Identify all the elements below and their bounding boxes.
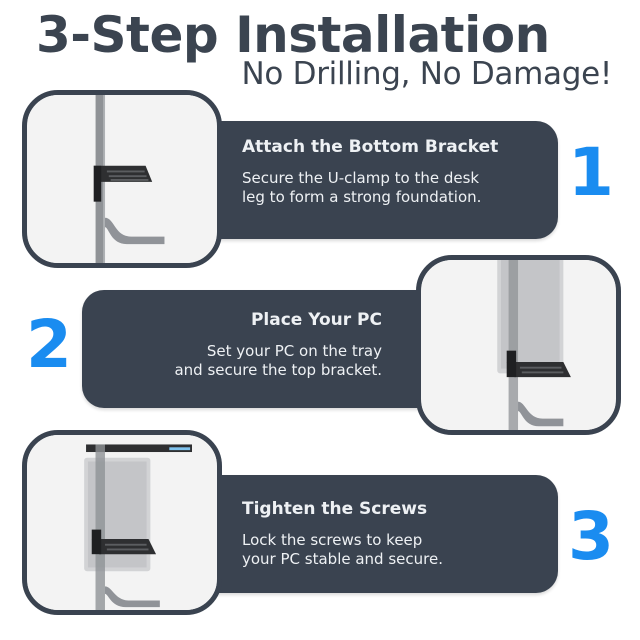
step-1-line-2: leg to form a strong foundation. [242,188,482,206]
step-2-line-2: and secure the top bracket. [174,361,382,379]
step-3-image [22,430,222,615]
step-1-number: 1 [568,134,614,211]
step-2-number: 2 [26,306,72,383]
step-2-heading: Place Your PC [250,310,382,330]
step-1-image [22,90,222,268]
step-3-description: Lock the screws to keep your PC stable a… [242,531,443,569]
step-2-image [416,255,621,435]
step-1-heading: Attach the Bottom Bracket [242,137,499,157]
step-3-heading: Tighten the Screws [242,499,428,519]
bottom-bracket-illustration [27,95,217,263]
step-2-description: Set your PC on the tray and secure the t… [174,342,382,380]
step-3-line-1: Lock the screws to keep [242,531,423,549]
step-3-line-2: your PC stable and secure. [242,550,443,568]
page-title: 3-Step Installation [36,6,550,64]
step-2-line-1: Set your PC on the tray [206,342,382,360]
pc-tray-illustration [421,260,616,430]
page-subtitle: No Drilling, No Damage! [241,56,613,92]
tighten-screws-illustration [27,435,217,610]
step-1-description: Secure the U-clamp to the desk leg to fo… [242,169,481,207]
step-3-number: 3 [568,498,614,575]
step-1-line-1: Secure the U-clamp to the desk [242,169,480,187]
